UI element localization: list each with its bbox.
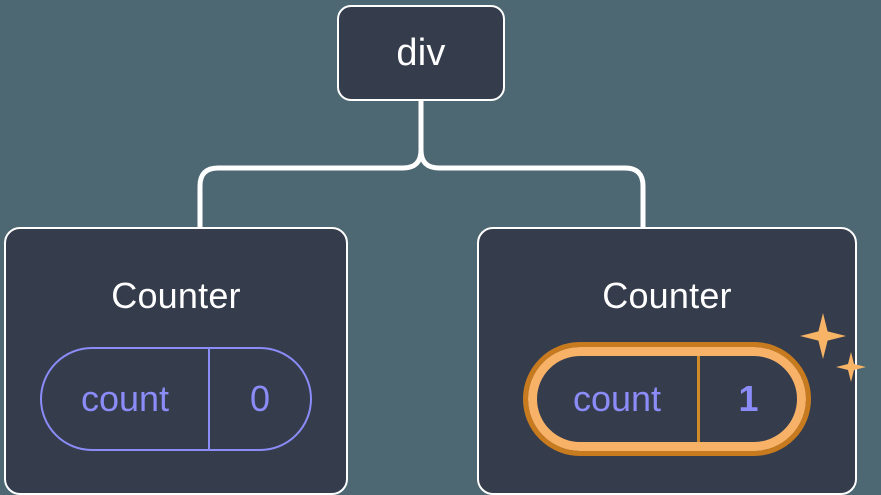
- sparkle-group: [798, 313, 868, 393]
- node-counter-0[interactable]: Counter count 0: [4, 227, 348, 495]
- state-key-0: count: [80, 378, 170, 419]
- sparkle-small-icon: [836, 352, 866, 382]
- state-key-1: count: [572, 378, 662, 419]
- sparkle-large-icon: [800, 313, 846, 359]
- node-div[interactable]: div: [337, 5, 505, 101]
- node-counter-0-title: Counter: [111, 275, 241, 316]
- connector-to-child-1: [418, 98, 646, 230]
- state-pill-0[interactable]: count 0: [40, 347, 312, 451]
- state-pill-wrap-1: count 1: [523, 313, 866, 456]
- state-pill-divider-0: [208, 349, 210, 449]
- state-pill-1[interactable]: count 1: [523, 342, 811, 456]
- state-pill-divider-1: [697, 356, 700, 442]
- state-pill-wrap-0: count 0: [40, 347, 312, 451]
- node-div-label: div: [396, 32, 446, 74]
- state-value-1: 1: [738, 378, 759, 419]
- connector-to-child-0: [197, 98, 424, 230]
- node-counter-1-title: Counter: [602, 275, 732, 316]
- node-counter-1[interactable]: Counter count 1: [477, 227, 866, 495]
- state-value-0: 0: [249, 378, 271, 419]
